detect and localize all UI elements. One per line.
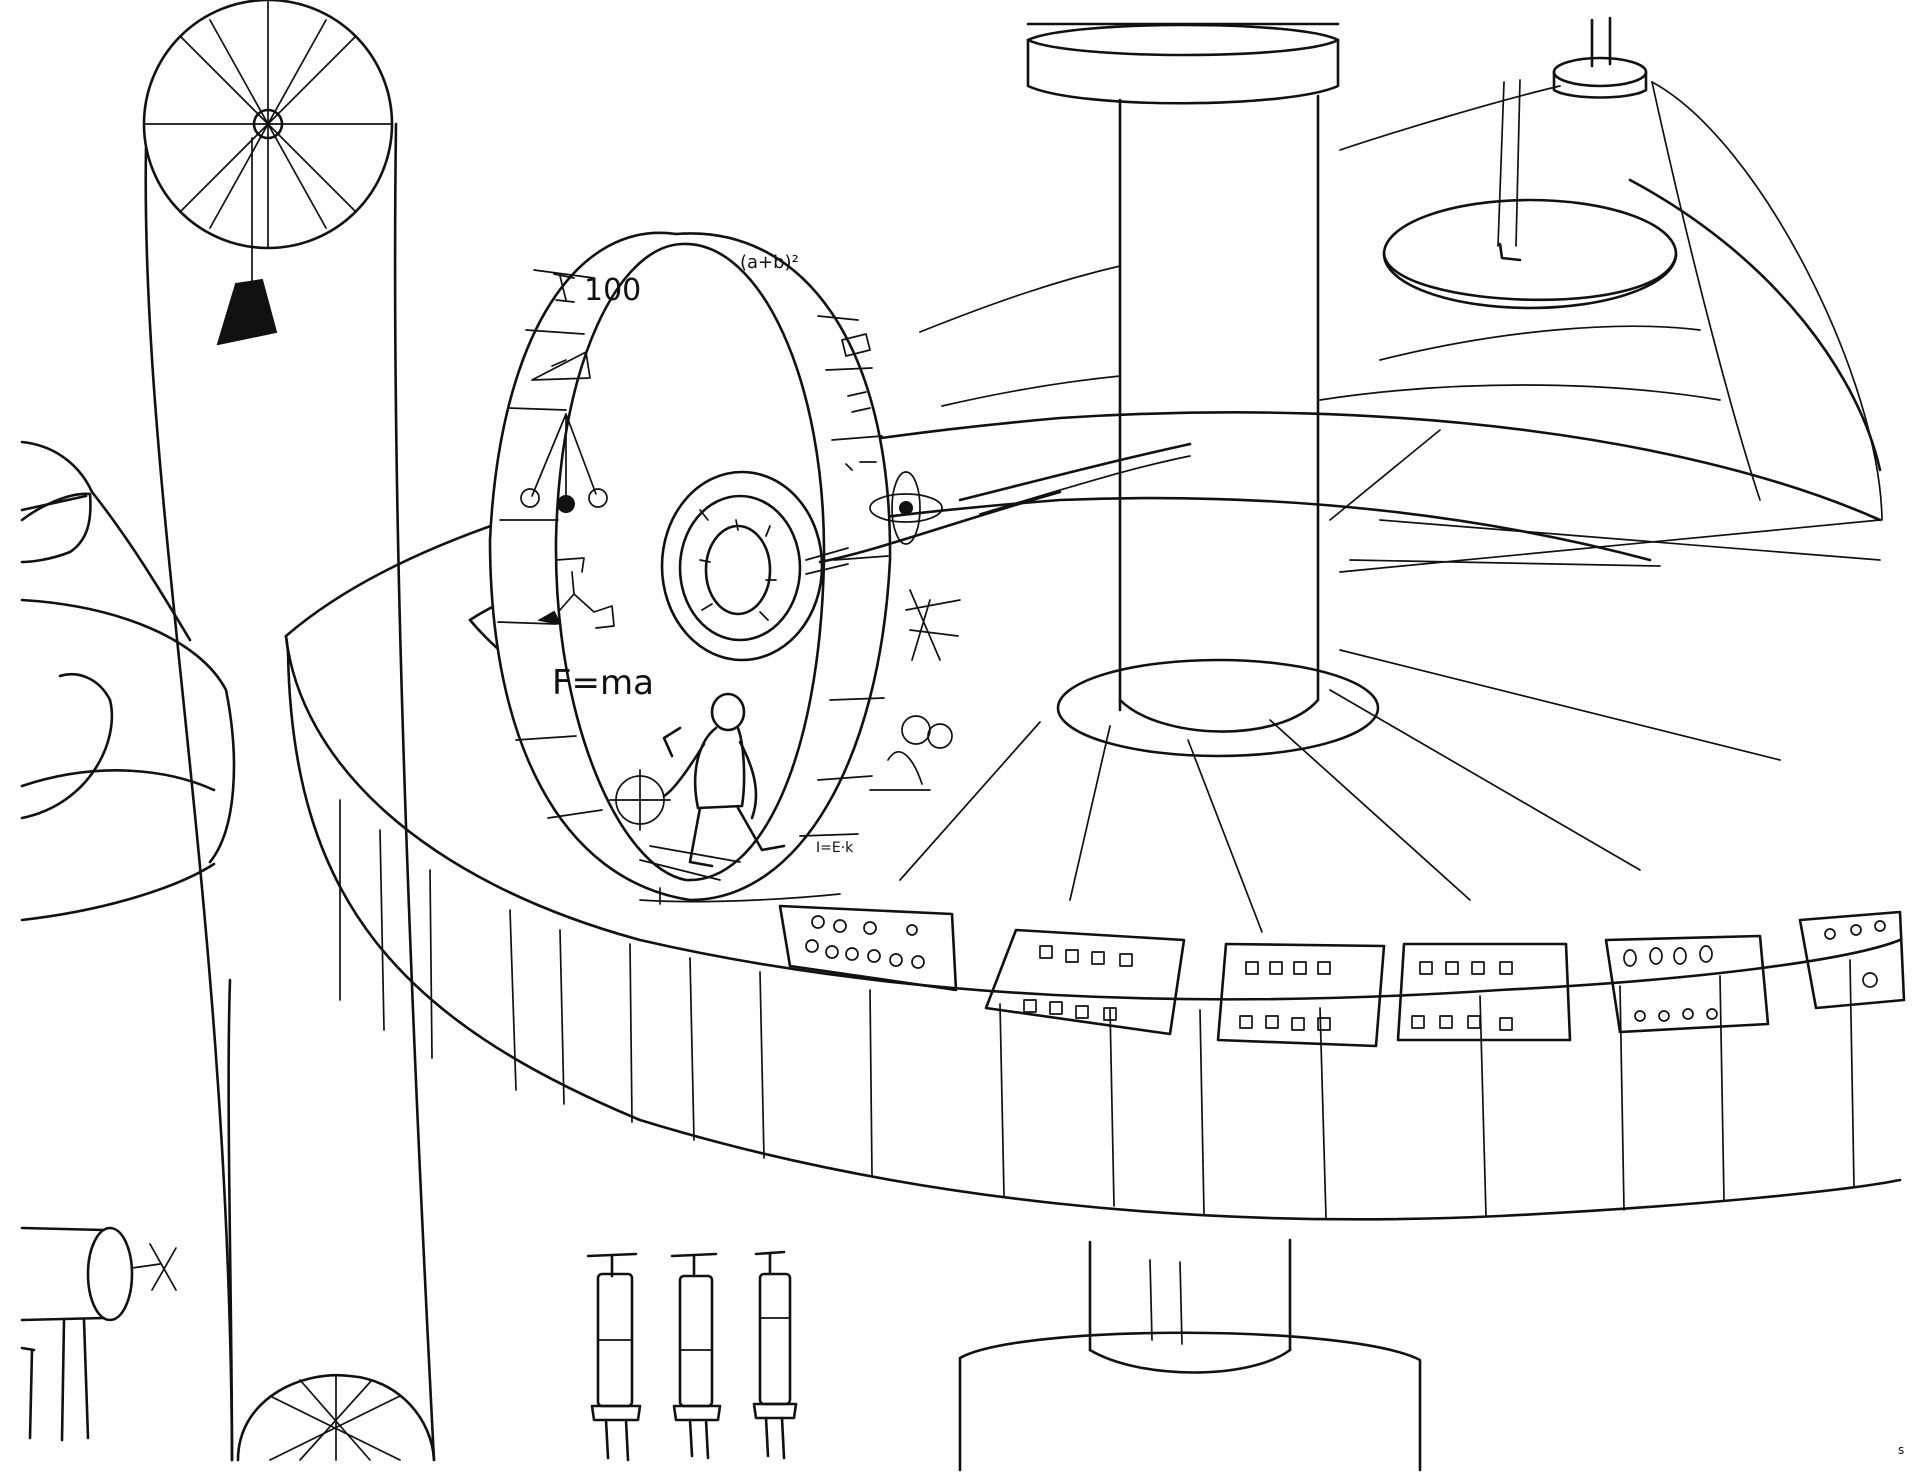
panel-hundred: 100 [584, 273, 641, 308]
syringe-3 [752, 1250, 798, 1460]
rim-slats [339, 799, 1855, 1219]
rim-control-panels [778, 904, 1906, 1048]
control-panel-5 [1604, 934, 1770, 1034]
wheel-panels-right [799, 315, 889, 837]
telescope-device [20, 1226, 177, 1442]
control-panel-6 [1798, 910, 1906, 1010]
running-person [639, 692, 786, 881]
panel-tiny-script: I=E·k [816, 840, 854, 856]
bottom-pulley-wheel [236, 1373, 436, 1462]
wheel-panel-drawings: 100 (a+b)² F=ma [520, 252, 961, 856]
left-funnel [20, 440, 236, 922]
central-column [958, 22, 1422, 1472]
treadmill-wheel: 100 (a+b)² F=ma [488, 231, 1062, 905]
syringe-set [586, 1250, 798, 1462]
wheel-panels-left [497, 269, 603, 819]
control-panel-4 [1396, 942, 1572, 1042]
pulley-belt-tower [142, 0, 436, 1462]
top-pulley-wheel [142, 0, 394, 250]
control-panel-2 [984, 928, 1186, 1036]
control-panel-1 [778, 904, 958, 992]
top-radial-spokes [899, 429, 1881, 933]
sweeping-arms [919, 265, 1721, 515]
hanging-weight [216, 278, 278, 346]
panel-top-formula: (a+b)² [740, 252, 799, 273]
corner-mark: s [1898, 1443, 1904, 1457]
control-panel-3 [1216, 942, 1386, 1048]
syringe-2 [670, 1252, 722, 1460]
wheel-hub-gear [660, 470, 849, 662]
syringe-1 [586, 1252, 642, 1462]
hanging-scale [1339, 16, 1883, 521]
panel-newton-law: F=ma [552, 663, 654, 703]
